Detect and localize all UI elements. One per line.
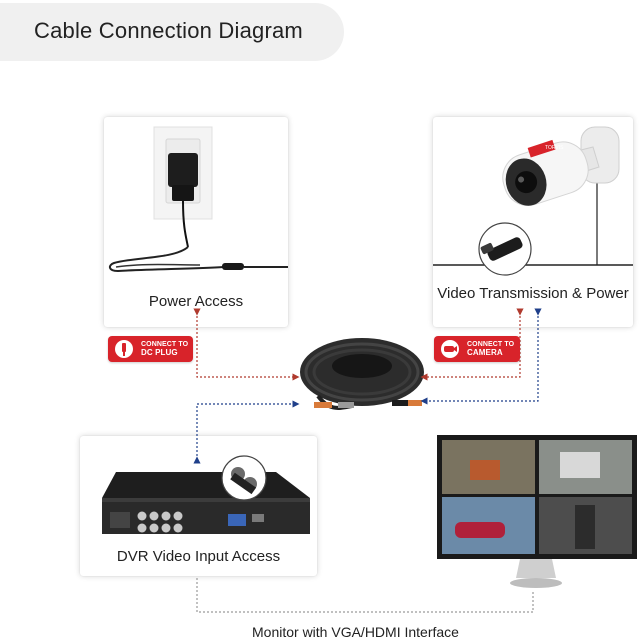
bullet-camera-photo: TORVIS <box>433 126 633 276</box>
page-title: Cable Connection Diagram <box>34 18 303 43</box>
video-transmission-card: TORVIS Video Transmission & Power <box>433 117 633 327</box>
power-access-card: Power Access <box>104 117 288 327</box>
connect-camera-badge: CONNECT TO CAMERA <box>434 336 520 362</box>
camera-badge-line2: CAMERA <box>467 348 503 357</box>
power-adapter-photo <box>108 126 288 273</box>
monitor-interface-label: Monitor with VGA/HDMI Interface <box>252 624 459 640</box>
dvr-input-label: DVR Video Input Access <box>116 548 281 565</box>
dc-plug-icon <box>115 340 133 358</box>
dc-plug-badge-line2: DC PLUG <box>141 348 178 357</box>
title-banner <box>0 3 344 61</box>
power-access-label: Power Access <box>148 293 244 310</box>
camera-brand-text: TORVIS <box>545 145 564 151</box>
dc-plug-badge-line1: CONNECT TO <box>141 341 189 348</box>
camera-icon <box>441 340 459 358</box>
dvr-card: DVR Video Input Access <box>80 436 317 576</box>
video-transmission-label: Video Transmission & Power <box>437 285 629 302</box>
connect-dc-plug-badge: CONNECT TO DC PLUG <box>108 336 193 362</box>
camera-badge-line1: CONNECT TO <box>467 341 515 348</box>
siamese-cable-coil <box>300 338 424 410</box>
dvr-recorder-photo <box>102 455 310 534</box>
